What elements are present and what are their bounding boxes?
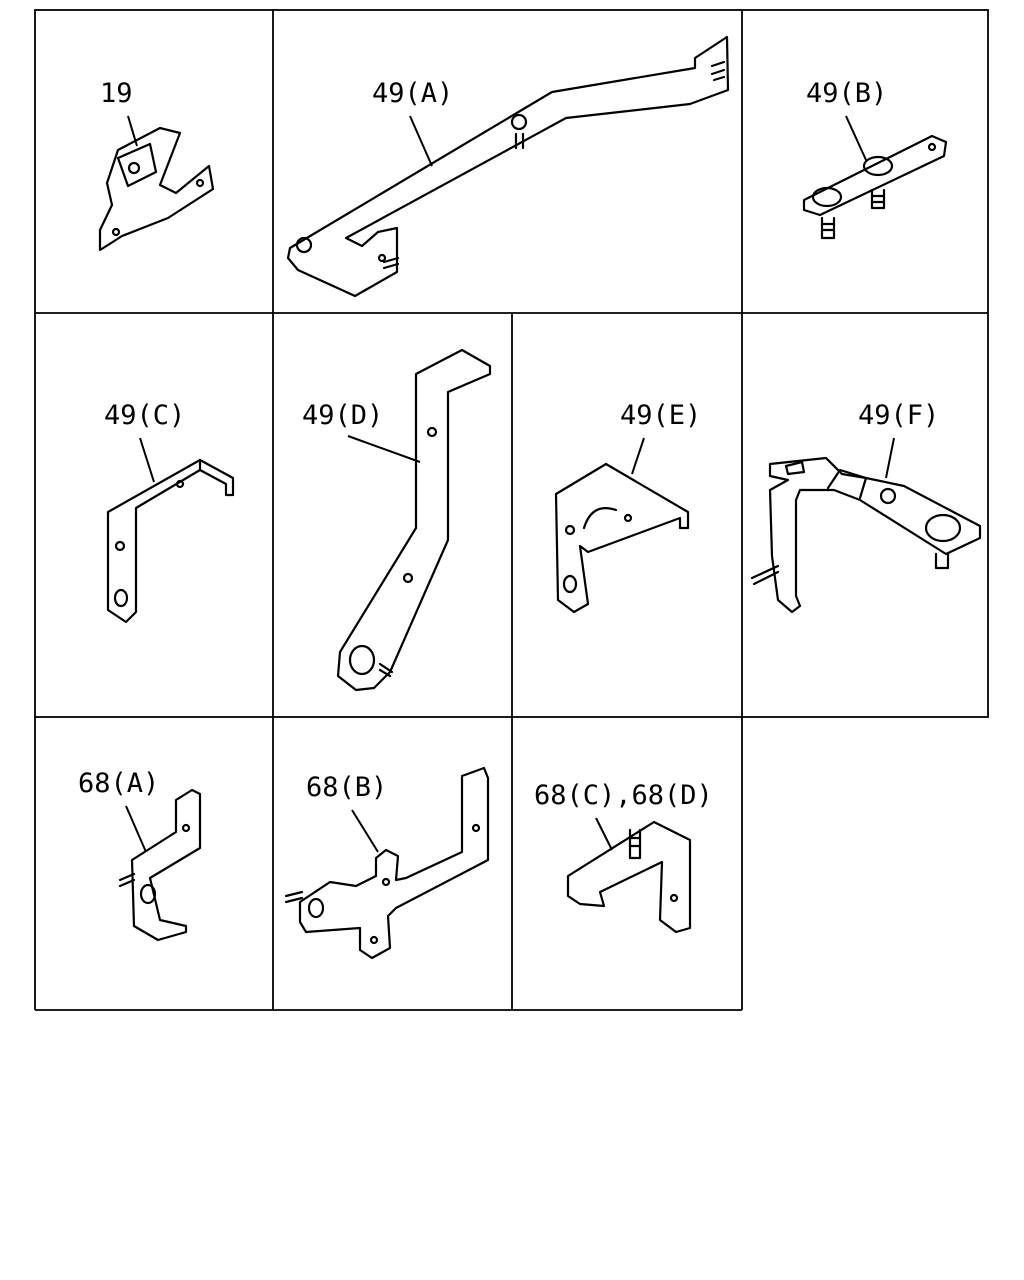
label-49c: 49(C) [104, 400, 185, 431]
part-49b: 49(B) [802, 78, 948, 240]
part-49a: 49(A) [286, 35, 730, 298]
label-49e: 49(E) [620, 400, 701, 431]
part-49e: 49(E) [554, 400, 701, 614]
part-19: 19 [98, 78, 215, 252]
part-49d: 49(D) [302, 348, 492, 692]
label-68a: 68(A) [78, 768, 159, 799]
grid-lines [34, 9, 989, 1011]
label-68cd: 68(C),68(D) [534, 780, 713, 811]
label-49a: 49(A) [372, 78, 453, 109]
label-49d: 49(D) [302, 400, 383, 431]
label-49b: 49(B) [806, 78, 887, 109]
part-68b: 68(B) [284, 766, 490, 960]
part-68a: 68(A) [78, 768, 202, 942]
part-68cd: 68(C),68(D) [534, 780, 713, 934]
part-49c: 49(C) [104, 400, 235, 624]
label-68b: 68(B) [306, 772, 387, 803]
label-49f: 49(F) [858, 400, 939, 431]
part-49f: 49(F) [750, 400, 982, 614]
label-19: 19 [100, 78, 133, 109]
